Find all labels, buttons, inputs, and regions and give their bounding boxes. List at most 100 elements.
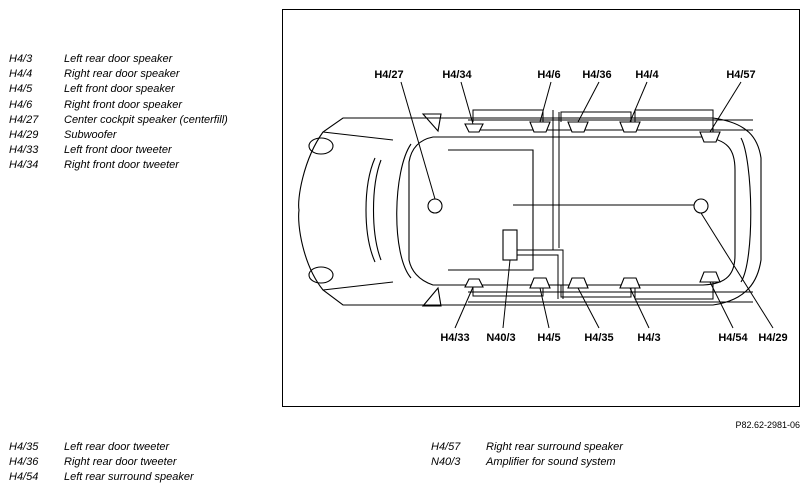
label-h4-4: H4/4 [635, 69, 659, 81]
label-h4-29: H4/29 [758, 332, 787, 344]
mirror-right [421, 113, 442, 133]
legend-code: H4/54 [9, 471, 39, 484]
label-h4-54: H4/54 [718, 332, 748, 344]
legend-item: H4/3 Left rear door speaker [9, 52, 279, 67]
roof-outline [408, 136, 736, 286]
legend-code: N40/3 [431, 456, 461, 469]
legend-code: H4/5 [9, 83, 33, 96]
legend-item: H4/27 Center cockpit speaker (centerfill) [9, 113, 279, 128]
label-h4-33: H4/33 [440, 332, 469, 344]
label-h4-35: H4/35 [584, 332, 613, 344]
legend-code: H4/36 [9, 456, 39, 469]
legend-item: H4/29 Subwoofer [9, 128, 279, 143]
label-h4-34: H4/34 [442, 69, 472, 81]
wiring-top-a [472, 109, 544, 122]
legend-description: Amplifier for sound system [486, 456, 616, 469]
leader-n40-3 [502, 259, 511, 329]
speaker-h4-29-subwoofer [693, 198, 709, 214]
leader-h4-34 [460, 81, 474, 125]
legend-code: H4/35 [9, 441, 39, 453]
grille-outline [365, 157, 376, 263]
speaker-h4-3 [619, 277, 641, 289]
leader-h4-36 [577, 81, 600, 123]
rear-window-outline [740, 137, 752, 283]
legend-description: Right rear door tweeter [64, 456, 177, 469]
legend-description: Right rear surround speaker [486, 441, 623, 453]
speaker-h4-4 [619, 121, 641, 133]
leader-h4-27 [400, 81, 436, 200]
leader-h4-57 [709, 81, 742, 133]
leader-h4-3 [629, 287, 650, 329]
headlight-left [308, 266, 334, 284]
amplifier-n40-3 [502, 229, 518, 261]
vehicle-speaker-diagram: H4/27 H4/34 H4/6 H4/36 H4/4 H4/57 H4/33 … [282, 9, 800, 407]
legend-item: H4/35 Left rear door tweeter [9, 440, 389, 455]
speaker-h4-6 [529, 121, 551, 133]
grille-inner [373, 159, 382, 261]
leader-h4-54 [709, 281, 734, 329]
leader-h4-4 [629, 81, 648, 123]
legend-item: N40/3 Amplifier for sound system [431, 455, 801, 470]
door-line-top [468, 119, 753, 131]
legend-code: H4/33 [9, 144, 39, 157]
wiring-mid [513, 249, 564, 299]
label-h4-27: H4/27 [374, 69, 403, 81]
legend-description: Center cockpit speaker (centerfill) [64, 113, 228, 126]
speaker-h4-54 [699, 271, 721, 283]
leader-h4-29 [700, 212, 774, 329]
leader-h4-35 [577, 287, 600, 329]
label-h4-6: H4/6 [537, 69, 560, 81]
legend-code: H4/4 [9, 68, 33, 81]
label-h4-3: H4/3 [637, 332, 660, 344]
legend-description: Right front door speaker [64, 98, 183, 111]
legend-description: Left front door tweeter [64, 144, 172, 157]
legend-description: Left rear surround speaker [64, 471, 194, 484]
legend-item: H4/34 Right front door tweeter [9, 158, 279, 173]
hood-line [322, 131, 394, 291]
mirror-left [421, 286, 442, 307]
legend-code: H4/3 [9, 53, 33, 65]
wiring-top-c [634, 109, 714, 138]
wiring-top-b [560, 111, 632, 122]
legend-description: Left rear door speaker [64, 53, 173, 65]
speaker-h4-33 [464, 278, 484, 288]
legend-item: H4/54 Left rear surround speaker [9, 470, 389, 485]
legend-item: H4/4 Right rear door speaker [9, 67, 279, 82]
legend-code: H4/6 [9, 98, 33, 111]
door-line-bottom [468, 291, 753, 303]
figure-reference: P82.62-2981-06 [735, 420, 800, 430]
legend-item: H4/57 Right rear surround speaker [431, 440, 801, 455]
legend-code: H4/27 [9, 113, 39, 126]
legend-code: H4/29 [9, 128, 39, 141]
leader-h4-6 [539, 81, 552, 123]
leader-h4-33 [454, 286, 474, 329]
speaker-h4-5 [529, 277, 551, 289]
label-n40-3: N40/3 [486, 332, 515, 344]
legend-item: H4/36 Right rear door tweeter [9, 455, 389, 470]
label-h4-5: H4/5 [537, 332, 560, 344]
windshield-outline [396, 143, 412, 279]
speaker-h4-35 [567, 277, 589, 289]
speaker-h4-27-centerfill [427, 198, 443, 214]
legend-code: H4/34 [9, 159, 39, 172]
speaker-h4-36 [567, 121, 589, 133]
legend-code: H4/57 [431, 441, 461, 453]
legend-item: H4/33 Left front door tweeter [9, 143, 279, 158]
speaker-h4-34 [464, 123, 484, 133]
car-body-outline [298, 117, 762, 306]
car-outline-drawing: H4/27 H4/34 H4/6 H4/36 H4/4 H4/57 H4/33 … [298, 69, 788, 344]
wiring-bottom-a [472, 285, 544, 297]
label-h4-57: H4/57 [726, 69, 755, 81]
legend-description: Right front door tweeter [64, 159, 179, 172]
legend-item: H4/6 Right front door speaker [9, 98, 279, 113]
legend-description: Subwoofer [64, 128, 117, 141]
legend-item: H4/5 Left front door speaker [9, 82, 279, 97]
speaker-h4-57 [699, 131, 721, 143]
legend-description: Left front door speaker [64, 83, 175, 96]
legend-description: Left rear door tweeter [64, 441, 170, 453]
legend-description: Right rear door speaker [64, 68, 180, 81]
headlight-right [308, 137, 334, 155]
